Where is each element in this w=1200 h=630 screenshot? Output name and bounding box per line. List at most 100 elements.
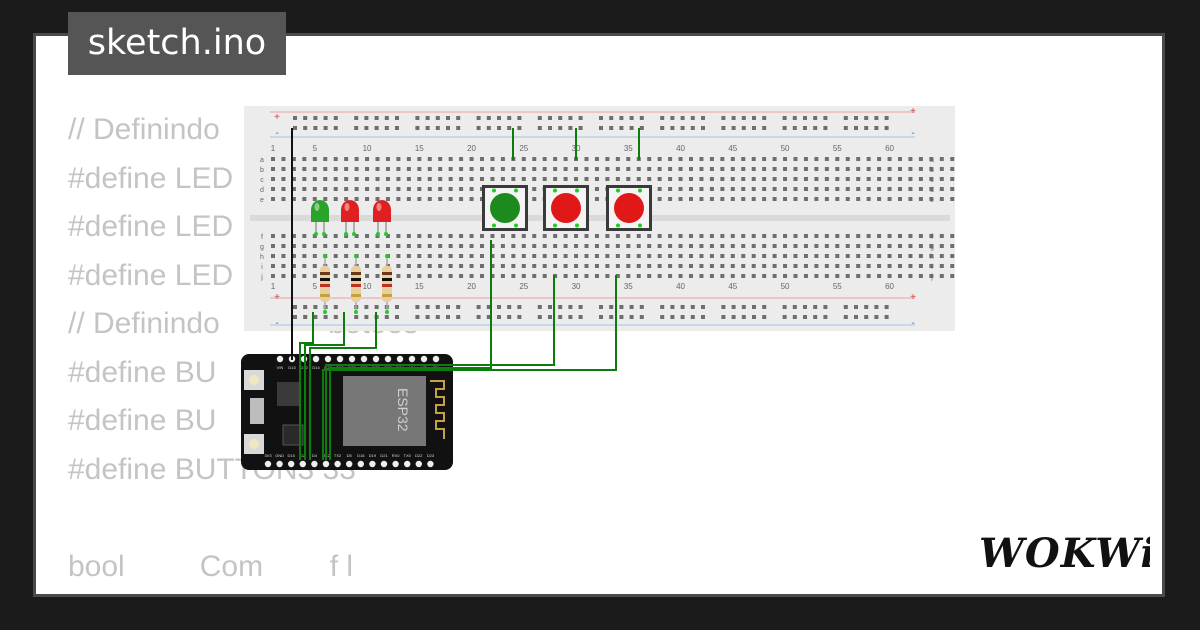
esp32-chip bbox=[343, 376, 426, 446]
breadboard-hole bbox=[312, 264, 317, 268]
rail-hole bbox=[476, 305, 481, 309]
breadboard-hole bbox=[521, 167, 526, 171]
breadboard-hole bbox=[427, 187, 432, 191]
rail-hole bbox=[680, 305, 685, 309]
breadboard-hole bbox=[344, 234, 349, 238]
resistor-band bbox=[382, 294, 392, 297]
rail-hole bbox=[792, 315, 797, 319]
rail-hole bbox=[415, 116, 420, 120]
rail-hole bbox=[721, 116, 726, 120]
rail-hole bbox=[752, 126, 756, 130]
rail-hole bbox=[660, 305, 665, 309]
boot-button-cap bbox=[249, 375, 259, 385]
breadboard-hole bbox=[459, 197, 464, 201]
breadboard-hole bbox=[271, 197, 275, 201]
breadboard-hole bbox=[772, 187, 777, 191]
breadboard-hole bbox=[741, 234, 746, 238]
breadboard-hole bbox=[281, 187, 286, 191]
breadboard-hole bbox=[866, 177, 871, 181]
rail-hole bbox=[415, 305, 420, 309]
breadboard-hole bbox=[438, 244, 443, 248]
rail-hole bbox=[456, 315, 461, 319]
breadboard-hole bbox=[845, 244, 850, 248]
breadboard-hole bbox=[385, 244, 390, 248]
breadboard-hole bbox=[814, 264, 819, 268]
pin-label-top: D13 bbox=[288, 365, 296, 370]
resistor-band bbox=[351, 294, 361, 297]
breadboard-hole bbox=[469, 197, 474, 201]
breadboard-hole bbox=[814, 187, 819, 191]
button-pin-dot bbox=[638, 188, 642, 193]
rail-hole bbox=[609, 305, 614, 309]
rail-hole bbox=[333, 305, 338, 309]
breadboard-hole bbox=[783, 157, 788, 161]
breadboard-hole bbox=[929, 197, 934, 201]
breadboard-hole bbox=[459, 264, 464, 268]
led-pin-dot bbox=[352, 232, 356, 236]
rail-hole bbox=[864, 315, 869, 319]
breadboard-hole bbox=[375, 167, 380, 171]
column-label: 40 bbox=[676, 144, 685, 153]
pin-header-top bbox=[276, 355, 284, 363]
rail-hole bbox=[823, 116, 828, 120]
breadboard-hole bbox=[856, 234, 861, 238]
code-editor[interactable]: // Definindo#define LED#define LED#defin… bbox=[68, 106, 418, 591]
pin-label-bottom: D21 bbox=[380, 453, 388, 458]
rail-hole bbox=[293, 116, 297, 120]
breadboard-hole bbox=[480, 167, 484, 171]
breadboard-hole bbox=[657, 264, 662, 268]
breadboard-hole bbox=[385, 167, 390, 171]
breadboard-hole bbox=[657, 157, 662, 161]
breadboard-hole bbox=[657, 254, 662, 258]
breadboard-hole bbox=[605, 234, 610, 238]
breadboard-hole bbox=[302, 197, 307, 201]
rail-hole bbox=[578, 315, 583, 319]
resistor-band bbox=[320, 278, 330, 281]
breadboard-hole bbox=[323, 244, 328, 248]
breadboard-hole bbox=[584, 264, 589, 268]
rail-hole bbox=[629, 315, 634, 319]
breadboard-hole bbox=[312, 197, 317, 201]
rail-hole bbox=[884, 116, 889, 120]
breadboard-hole bbox=[678, 167, 683, 171]
breadboard-hole bbox=[887, 234, 892, 238]
breadboard-hole bbox=[824, 167, 829, 171]
breadboard-hole bbox=[783, 177, 788, 181]
rail-hole bbox=[843, 305, 848, 309]
breadboard-hole bbox=[312, 254, 317, 258]
rail-hole bbox=[701, 315, 705, 319]
breadboard-hole bbox=[730, 167, 735, 171]
breadboard-hole bbox=[929, 157, 934, 161]
breadboard-hole bbox=[678, 234, 683, 238]
rail-hole bbox=[792, 126, 797, 130]
pin-header-top bbox=[372, 355, 380, 363]
breadboard-hole bbox=[365, 177, 370, 181]
breadboard-hole bbox=[469, 157, 474, 161]
resistor-pin-dot bbox=[354, 254, 358, 258]
breadboard-hole bbox=[396, 254, 401, 258]
breadboard-hole bbox=[312, 187, 317, 191]
breadboard-hole bbox=[730, 264, 735, 268]
breadboard-hole bbox=[312, 244, 317, 248]
file-tab[interactable]: sketch.ino bbox=[68, 12, 286, 75]
breadboard-hole bbox=[741, 274, 746, 278]
rail-hole bbox=[354, 116, 359, 120]
breadboard-hole bbox=[354, 197, 359, 201]
breadboard-hole bbox=[856, 274, 861, 278]
rail-hole bbox=[446, 126, 450, 130]
rail-hole bbox=[364, 305, 369, 309]
breadboard-hole bbox=[877, 264, 882, 268]
breadboard-hole bbox=[323, 167, 328, 171]
breadboard-hole bbox=[417, 234, 422, 238]
breadboard-hole bbox=[898, 244, 902, 248]
rail-hole bbox=[782, 315, 787, 319]
breadboard-hole bbox=[898, 197, 902, 201]
breadboard-hole bbox=[803, 234, 808, 238]
rail-hole bbox=[395, 126, 399, 130]
pin-header-bottom bbox=[264, 460, 272, 468]
breadboard-hole bbox=[532, 244, 537, 248]
breadboard-hole bbox=[720, 244, 725, 248]
breadboard-hole bbox=[751, 197, 756, 201]
rail-hole bbox=[497, 116, 501, 120]
